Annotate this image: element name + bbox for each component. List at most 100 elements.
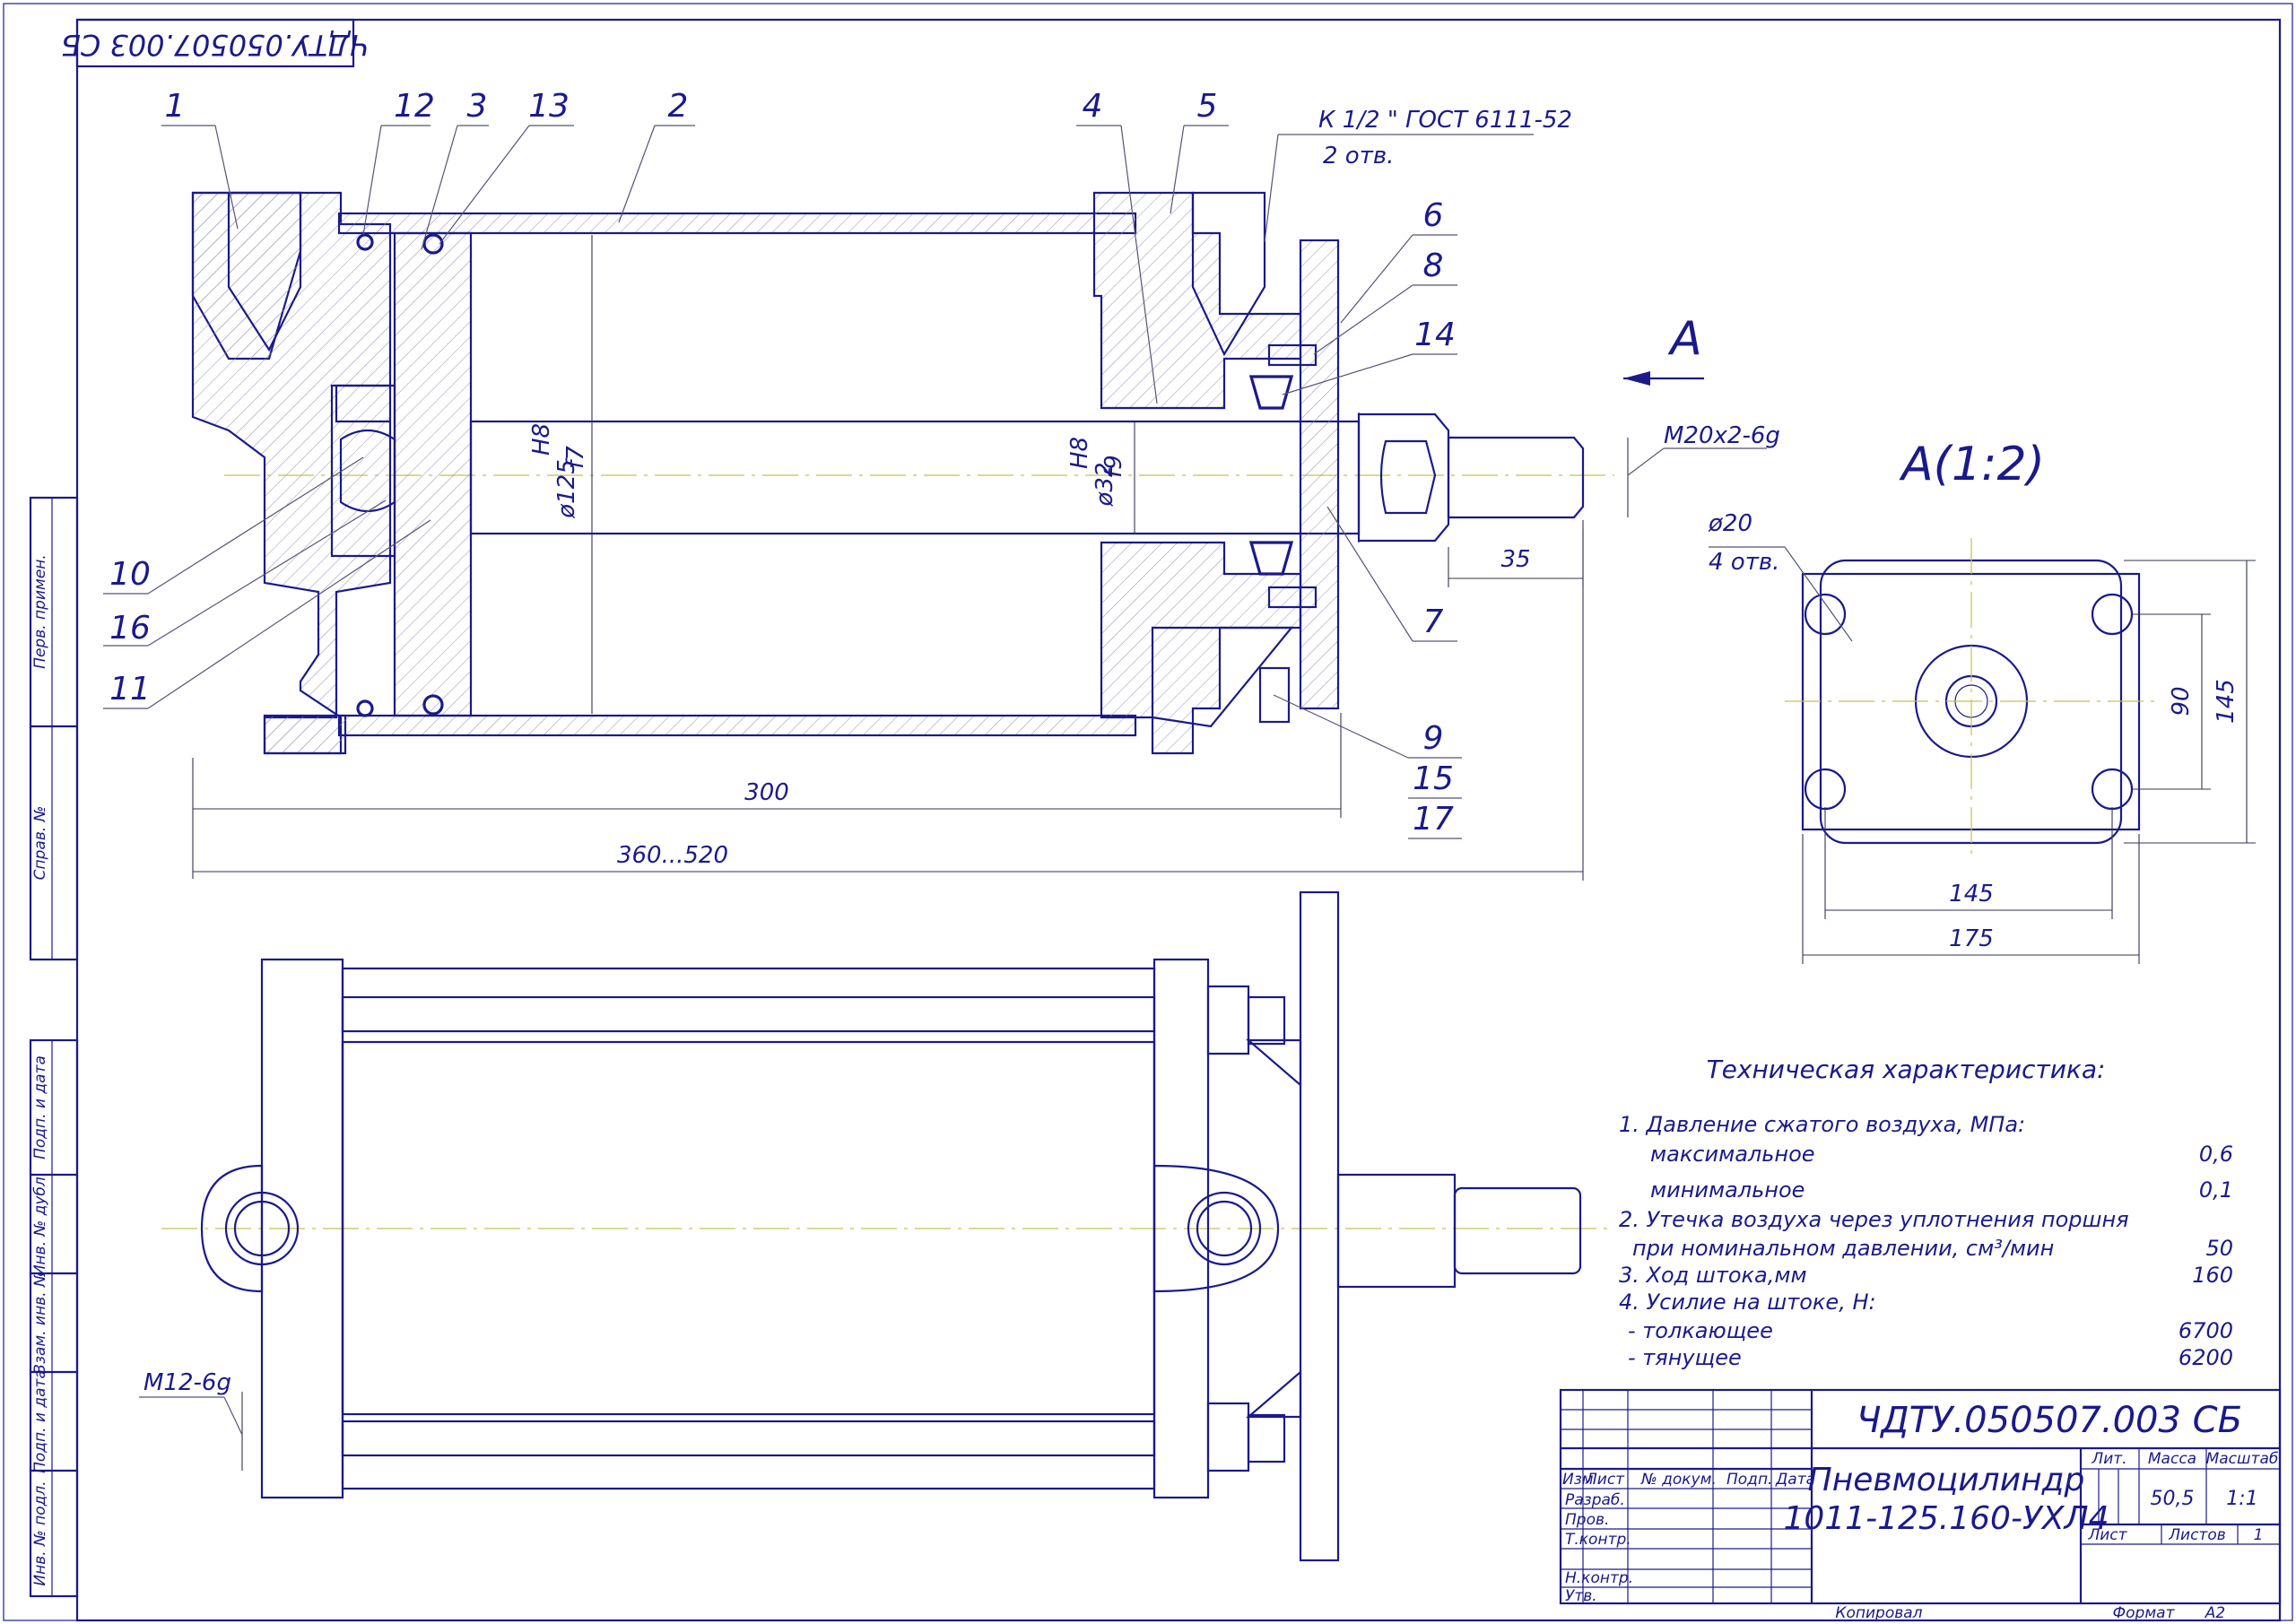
left-cover-flange [263, 714, 347, 755]
rod [469, 420, 1361, 535]
top-stamp-text: ЧДТУ.050507.003 СБ [61, 28, 370, 62]
side-flange [1299, 890, 1340, 1562]
specs: Техническая характеристика: 1. Давление … [1619, 1055, 2233, 1370]
rod-thread [1447, 436, 1585, 519]
view-a: А(1:2) ø20 4 отв. 90 145 145 175 [1708, 438, 2256, 964]
bore-fit-bottom: f7 [562, 446, 589, 469]
tb-mass-value: 50,5 [2151, 1488, 2195, 1510]
left-cover-body [191, 191, 392, 755]
pos-6: 6 [1423, 197, 1444, 234]
side-strip: Перв. примен. Справ. № Подп. и дата Инв.… [29, 496, 79, 1598]
rod-hex [1379, 439, 1437, 515]
tb-sheet-label: Лист [2087, 1526, 2127, 1544]
pos-5: 5 [1197, 88, 1218, 125]
spec-8: - толкающее [1628, 1318, 1773, 1343]
left-port [227, 191, 302, 352]
tb-sheets-value: 1 [2254, 1526, 2264, 1544]
tb-col-list: Лист [1585, 1471, 1625, 1489]
spec-9-value: 6200 [2179, 1345, 2233, 1370]
dim-360: 360...520 [617, 842, 728, 869]
tb-col-izm: Изм [1562, 1471, 1594, 1489]
piston-seal-bottom [422, 694, 444, 716]
side-tierod-top [341, 995, 1156, 1033]
seal-14-top [1248, 375, 1294, 410]
tb-col-sign: Подп. [1726, 1471, 1772, 1489]
spec-3-value: 0,1 [2199, 1177, 2233, 1203]
top-stamp: ЧДТУ.050507.003 СБ [61, 18, 370, 68]
pos-7: 7 [1423, 604, 1444, 640]
side-view: M12-6g [139, 890, 1614, 1562]
seal-12-bottom [356, 699, 374, 717]
seal-12-top [356, 233, 374, 251]
tb-row-razrab: Разраб. [1565, 1491, 1625, 1509]
piston-seal-top [422, 233, 444, 255]
side-cell-4: Инв. № дубл. [31, 1172, 49, 1276]
hole-dia: ø20 [1708, 510, 1752, 537]
left-nut [330, 384, 396, 558]
pos-17: 17 [1413, 801, 1454, 838]
view-a-hole-2 [2091, 593, 2134, 636]
bore-dim: ø125 [553, 459, 580, 519]
tb-format-value: A2 [2205, 1604, 2225, 1622]
tb-copied: Копировал [1835, 1604, 1922, 1622]
specs-title: Техническая характеристика: [1707, 1055, 2106, 1084]
dim-300: 300 [744, 779, 789, 806]
dim-90: 90 [2168, 686, 2195, 716]
view-arrow: А [1623, 312, 1704, 386]
rod-dim: ø32 [1091, 463, 1118, 508]
side-cell-5: Взам. инв. № [31, 1271, 49, 1374]
bore-fit-top: H8 [528, 423, 555, 456]
pos-11: 11 [109, 671, 151, 708]
pos-13: 13 [528, 88, 570, 125]
tb-scale-label: Масштаб [2206, 1450, 2279, 1468]
seal-14-bottom [1248, 541, 1294, 576]
view-label: А [1667, 312, 1702, 366]
pos-14: 14 [1414, 317, 1456, 353]
tb-format-label: Формат [2113, 1604, 2176, 1622]
tb-lit-label: Лит. [2091, 1450, 2126, 1468]
view-a-hole-1 [1804, 593, 1847, 636]
tb-name-1: Пневмоцилиндр [1808, 1462, 2085, 1498]
rod-end [1357, 413, 1450, 543]
side-left-boss [200, 1164, 264, 1293]
side-cell-7: Инв. № подл. [31, 1481, 49, 1585]
spec-6: 3. Ход штока,мм [1619, 1263, 1807, 1288]
tb-row-tkontr: Т.контр. [1565, 1531, 1631, 1549]
pos-16: 16 [109, 610, 151, 647]
tb-mass-label: Масса [2148, 1450, 2196, 1468]
view-a-hole-3 [1804, 768, 1847, 811]
dim-175: 175 [1949, 925, 1994, 952]
side-cell-1: Перв. примен. [31, 554, 49, 669]
view-a-title: А(1:2) [1899, 438, 2045, 491]
pos-4: 4 [1083, 88, 1103, 125]
tb-row-utv: Утв. [1565, 1587, 1597, 1605]
rod-fit-bottom: f9 [1100, 455, 1127, 478]
pos-1: 1 [165, 88, 186, 125]
side-rod [1336, 1173, 1457, 1289]
tb-col-date: Дата [1775, 1471, 1815, 1489]
side-tierod-bottom [341, 1420, 1156, 1457]
pos-10: 10 [109, 556, 151, 593]
side-rod-thread [1453, 1186, 1582, 1275]
pos-15: 15 [1413, 760, 1454, 797]
spec-4: 2. Утечка воздуха через уплотнения поршн… [1619, 1207, 2129, 1232]
spec-5: при номинальном давлении, см³/мин [1632, 1236, 2054, 1261]
tube-bottom [337, 714, 1137, 737]
screw-8-top [1267, 343, 1318, 367]
spec-2-value: 0,6 [2199, 1142, 2233, 1167]
tube-top [337, 212, 1137, 235]
spec-1: 1. Давление сжатого воздуха, МПа: [1619, 1112, 2025, 1137]
side-cell-2: Справ. № [31, 806, 49, 881]
spec-9: - тянущее [1628, 1345, 1742, 1370]
tb-name-2: 1011-125.160-УХЛ4 [1783, 1500, 2109, 1537]
view-a-hole-4 [2091, 768, 2134, 811]
flange-plate [1299, 239, 1340, 710]
tb-sheets-label: Листов [2168, 1526, 2226, 1544]
nut-detail [339, 430, 396, 512]
pos-3: 3 [467, 88, 488, 125]
dim-145-v: 145 [2213, 679, 2239, 724]
screw-8-bottom [1267, 586, 1318, 609]
pos-2: 2 [668, 88, 689, 125]
thread-label: M20x2-6g [1664, 422, 1780, 449]
